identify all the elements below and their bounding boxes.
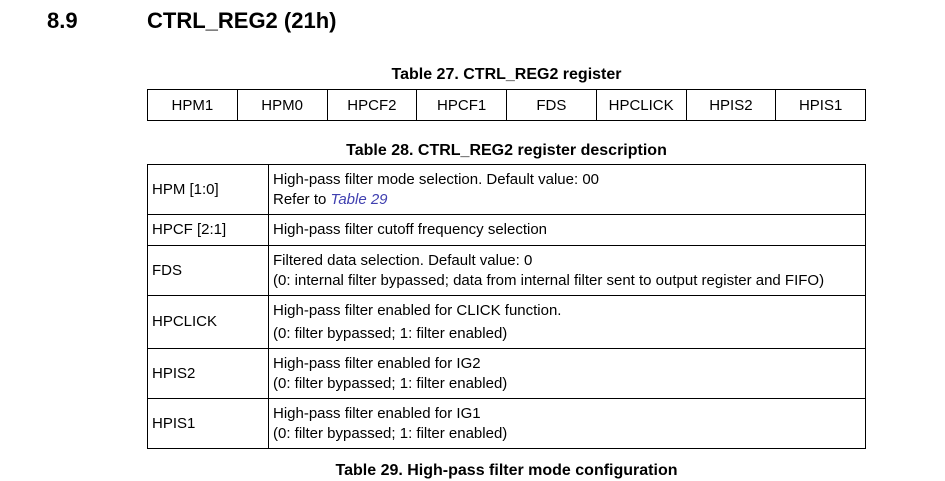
field-description-cell: Filtered data selection. Default value: … [268,245,866,296]
description-line: High-pass filter enabled for IG2 [273,354,481,372]
field-description-cell: High-pass filter enabled for CLICK funct… [268,295,866,349]
section-heading: 8.9 CTRL_REG2 (21h) [0,6,945,40]
description-line: High-pass filter cutoff frequency select… [273,221,548,238]
description-line: (0: internal filter bypassed; data from … [273,271,825,289]
register-description-table: HPM [1:0] High-pass filter mode selectio… [147,164,866,449]
table-row: HPM [1:0] High-pass filter mode selectio… [147,164,866,215]
field-description-cell: High-pass filter cutoff frequency select… [268,214,866,246]
description-line: (0: filter bypassed; 1: filter enabled) [273,424,508,442]
table-row: HPCLICK High-pass filter enabled for CLI… [147,295,866,349]
field-name-cell: HPM [1:0] [147,164,269,215]
table-29-caption: Table 29. High-pass filter mode configur… [335,462,678,479]
table-row: HPCF [2:1] High-pass filter cutoff frequ… [147,214,866,246]
table-28-caption: Table 28. CTRL_REG2 register description [346,142,667,159]
description-line: High-pass filter enabled for IG1 [273,404,481,422]
refer-to-text: Refer to [273,190,331,208]
bit-cell-hpcf1: HPCF1 [416,89,507,121]
description-line: (0: filter bypassed; 1: filter enabled) [273,374,508,392]
field-name-cell: HPIS1 [147,398,269,449]
bit-cell-hpm1: HPM1 [147,89,238,121]
description-line: High-pass filter enabled for CLICK funct… [273,301,562,319]
bit-cell-hpis1: HPIS1 [775,89,866,121]
description-line: (0: filter bypassed; 1: filter enabled) [273,324,508,342]
field-name-cell: HPCF [2:1] [147,214,269,246]
table-row: HPIS1 High-pass filter enabled for IG1 (… [147,398,866,449]
description-line: Filtered data selection. Default value: … [273,251,533,269]
section-number: 8.9 [47,8,78,33]
field-name-cell: HPCLICK [147,295,269,349]
register-bit-row: HPM1 HPM0 HPCF2 HPCF1 FDS HPCLICK HPIS2 … [147,89,866,121]
field-description-cell: High-pass filter enabled for IG2 (0: fil… [268,348,866,399]
table-27-caption: Table 27. CTRL_REG2 register [391,66,622,83]
bit-cell-fds: FDS [506,89,597,121]
table-row: HPIS2 High-pass filter enabled for IG2 (… [147,348,866,399]
field-description-cell: High-pass filter mode selection. Default… [268,164,866,215]
register-bit-table: HPM1 HPM0 HPCF2 HPCF1 FDS HPCLICK HPIS2 … [147,89,866,121]
table-29-link[interactable]: Table 29 [330,190,388,208]
field-name-cell: HPIS2 [147,348,269,399]
bit-cell-hpclick: HPCLICK [595,89,687,121]
description-line: Refer to Table 29 [273,190,861,210]
field-name-cell: FDS [147,245,269,296]
bit-cell-hpis2: HPIS2 [685,89,777,121]
table-row: FDS Filtered data selection. Default val… [147,245,866,296]
bit-cell-hpm0: HPM0 [236,89,328,121]
bit-cell-hpcf2: HPCF2 [326,89,418,121]
field-description-cell: High-pass filter enabled for IG1 (0: fil… [268,398,866,449]
section-title: CTRL_REG2 (21h) [147,8,337,33]
description-line: High-pass filter mode selection. Default… [273,170,600,188]
